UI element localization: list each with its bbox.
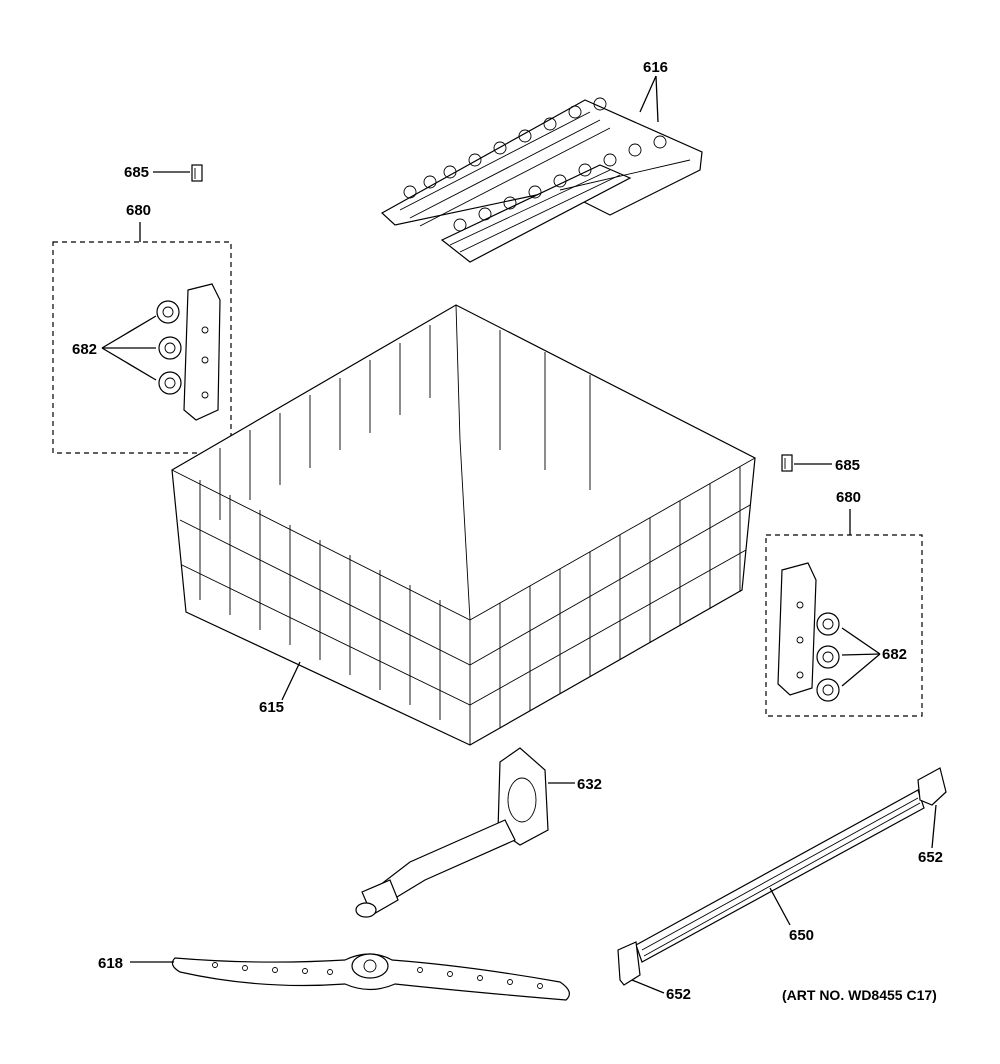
rack-rail-650 bbox=[635, 789, 925, 963]
dish-rack-615 bbox=[171, 304, 756, 746]
tine-row-assembly-616 bbox=[380, 97, 703, 263]
leader-682-left bbox=[101, 315, 157, 381]
callout-685-right: 685 bbox=[835, 457, 860, 474]
callout-632: 632 bbox=[577, 776, 602, 793]
leader-652-bottom bbox=[631, 979, 665, 994]
callout-685-left: 685 bbox=[124, 164, 149, 181]
lower-spray-arm-618 bbox=[171, 953, 570, 1001]
roller-assembly-680-left bbox=[156, 283, 221, 421]
clip-685-right bbox=[781, 454, 793, 472]
callout-616: 616 bbox=[643, 59, 668, 76]
callout-680-left: 680 bbox=[126, 202, 151, 219]
callout-650: 650 bbox=[789, 927, 814, 944]
callout-652-bottom: 652 bbox=[666, 986, 691, 1003]
callout-680-right: 680 bbox=[836, 489, 861, 506]
box-680-left bbox=[52, 241, 232, 454]
leader-652-top bbox=[931, 804, 937, 849]
leader-616-a bbox=[639, 75, 657, 113]
clip-685-left bbox=[191, 164, 203, 182]
callout-618: 618 bbox=[98, 955, 123, 972]
art-number: (ART NO. WD8455 C17) bbox=[782, 987, 937, 1003]
leader-616-b bbox=[655, 75, 659, 123]
rail-stop-652-bottom bbox=[617, 941, 641, 986]
callout-652-top: 652 bbox=[918, 849, 943, 866]
callout-682-right: 682 bbox=[882, 646, 907, 663]
box-680-right bbox=[765, 534, 923, 717]
roller-assembly-680-right bbox=[777, 562, 840, 702]
callout-682-left: 682 bbox=[72, 341, 97, 358]
callout-615: 615 bbox=[259, 699, 284, 716]
leader-615 bbox=[281, 661, 301, 701]
spray-manifold-632 bbox=[355, 747, 549, 918]
leader-650 bbox=[769, 887, 791, 926]
leader-682-right bbox=[841, 627, 881, 687]
rail-stop-652-top bbox=[917, 767, 947, 806]
